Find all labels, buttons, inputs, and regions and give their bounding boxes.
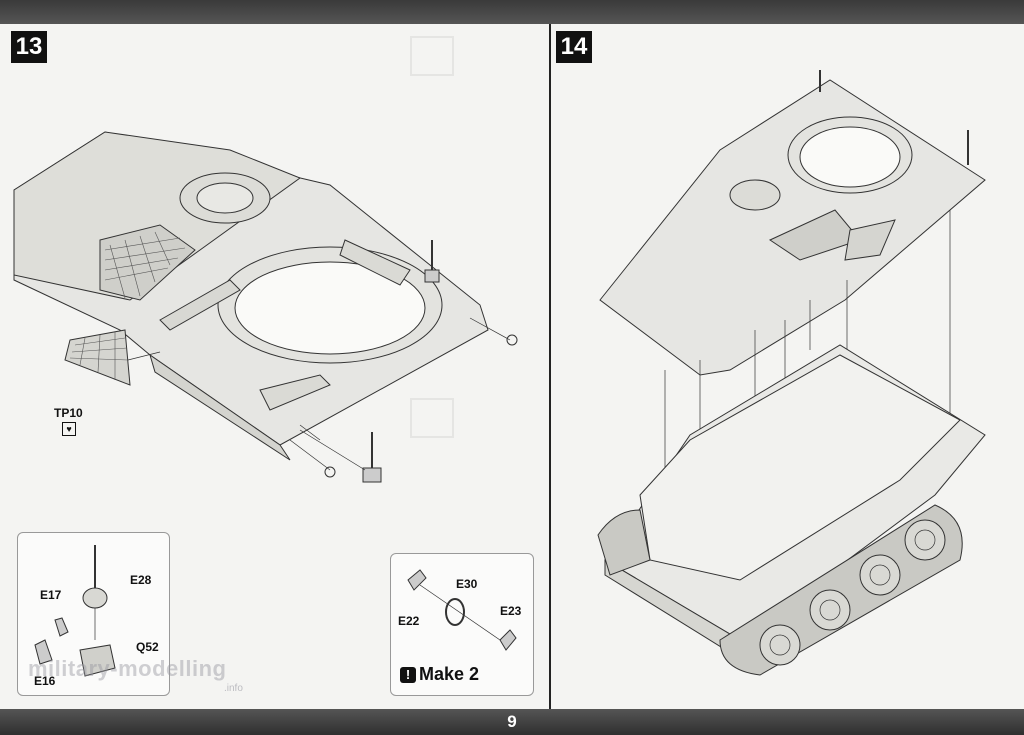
upper-hull [599, 79, 986, 376]
part-label-e23: E23 [500, 604, 522, 618]
part-label-q52: Q52 [136, 640, 159, 654]
top-border-bar [0, 0, 1024, 24]
road-wheel [904, 519, 946, 561]
part-label-e22: E22 [398, 614, 420, 628]
bottom-border-bar [0, 709, 1024, 735]
ghost-mark [410, 398, 454, 438]
bracket-e17 [54, 617, 69, 637]
hook-e23 [499, 629, 517, 651]
part-label-tp10: TP10 [54, 406, 83, 420]
track-left [597, 509, 651, 576]
road-wheel [759, 624, 801, 666]
part-label-e30: E30 [456, 577, 478, 591]
antenna-base-e28 [82, 587, 108, 609]
make-quantity-text: Make 2 [419, 664, 480, 684]
road-wheel [859, 554, 901, 596]
side-skirt [149, 353, 291, 461]
mount-q52 [79, 644, 116, 677]
engine-grille [99, 224, 196, 301]
make-quantity-label: ! Make 2 [400, 664, 479, 685]
turret-ring-inner [234, 261, 426, 355]
step-13-badge: 13 [11, 31, 47, 63]
part-label-e16: E16 [34, 674, 56, 688]
hook-e22 [407, 569, 427, 591]
page-number: 9 [507, 712, 517, 731]
mesh-tp10 [64, 329, 131, 386]
part-label-e28: E28 [130, 573, 152, 587]
warning-icon: ! [400, 666, 416, 683]
ghost-mark [410, 36, 454, 76]
bracket-e16 [34, 639, 53, 665]
page-divider [549, 24, 551, 709]
road-wheel [809, 589, 851, 631]
watermark-suffix: .info [224, 683, 243, 694]
photo-etch-icon: ♥ [62, 422, 76, 436]
part-label-e17: E17 [40, 588, 62, 602]
ring-e30 [445, 598, 465, 626]
watermark: military-modelling [28, 656, 227, 681]
step-14-badge: 14 [556, 31, 592, 63]
